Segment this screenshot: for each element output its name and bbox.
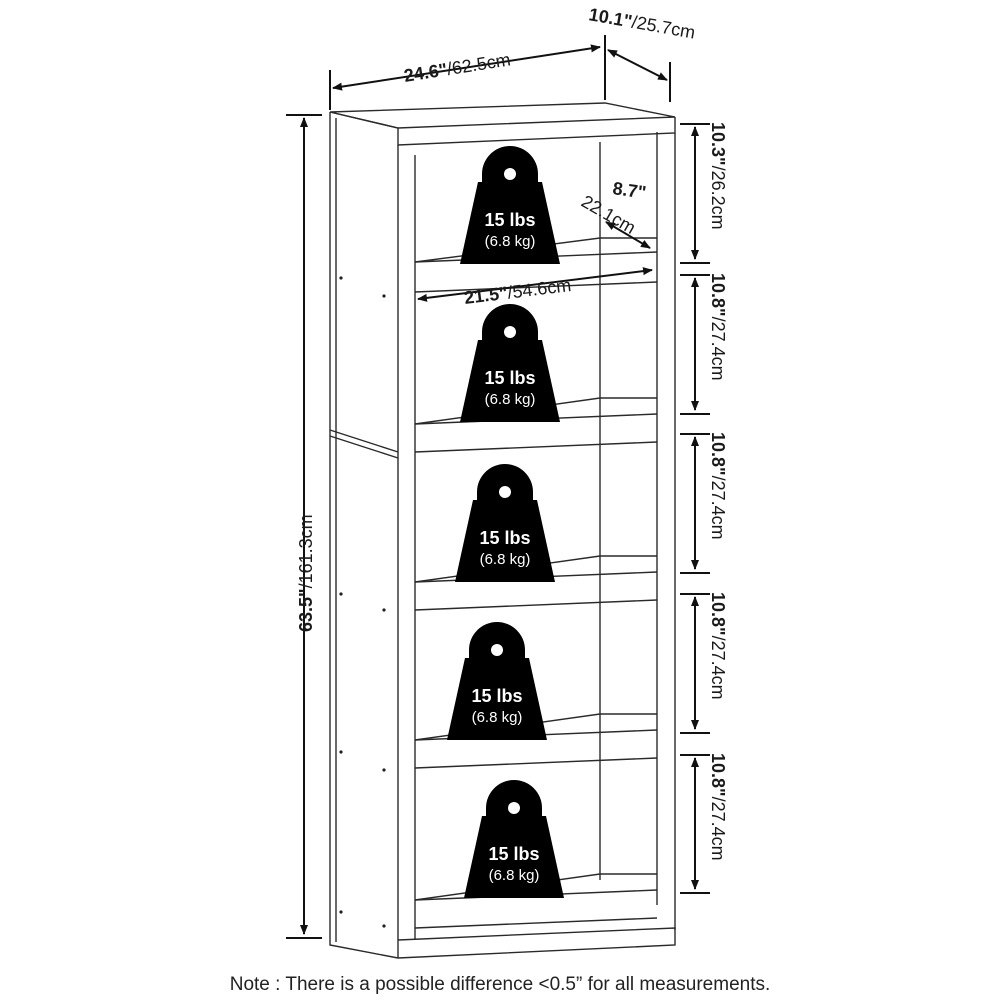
height-label: 63.5"/161.3cm [296,514,316,632]
width-dimension: 24.6"/62.5cm [329,35,606,110]
width-label: 24.6"/62.5cm [402,49,511,86]
svg-text:15 lbs: 15 lbs [471,686,522,706]
depth-label: 10.1"/25.7cm [587,4,696,42]
weight-icon: 15 lbs (6.8 kg) [460,304,560,422]
weight-icon: 15 lbs (6.8 kg) [455,464,555,582]
depth-dimension: 10.1"/25.7cm [587,4,697,102]
weight-icon: 15 lbs (6.8 kg) [460,146,560,264]
shelf-height-3: 10.8"/27.4cm [680,432,728,574]
shelf-height-2-label: 10.8"/27.4cm [708,273,728,381]
svg-text:15 lbs: 15 lbs [488,844,539,864]
weight-icons: 15 lbs (6.8 kg) 15 lbs (6.8 kg) 15 lbs (… [447,146,564,898]
shelf-height-4: 10.8"/27.4cm [680,592,728,734]
shelf-height-1-label: 10.3"/26.2cm [708,122,728,230]
svg-text:(6.8 kg): (6.8 kg) [472,709,523,726]
shelf-height-2: 10.8"/27.4cm [680,273,728,415]
svg-text:(6.8 kg): (6.8 kg) [485,391,536,408]
shelf-height-3-label: 10.8"/27.4cm [708,432,728,540]
svg-text:15 lbs: 15 lbs [484,210,535,230]
svg-text:15 lbs: 15 lbs [479,528,530,548]
svg-text:(6.8 kg): (6.8 kg) [485,233,536,250]
shelf-height-4-label: 10.8"/27.4cm [708,592,728,700]
weight-icon: 15 lbs (6.8 kg) [464,780,564,898]
shelf-height-dimensions: 10.3"/26.2cm 10.8"/27.4cm 10.8"/27.4cm 1… [680,122,728,894]
inner-width-label: 21.5"/54.6cm [463,275,572,308]
height-dimension: 63.5"/161.3cm [286,114,322,939]
shelf-height-5-label: 10.8"/27.4cm [708,753,728,861]
inner-depth-inches: 8.7" [611,178,647,202]
shelf-height-1: 10.3"/26.2cm [680,122,728,264]
measurement-note: Note : There is a possible difference <0… [229,974,771,995]
shelf-height-5: 10.8"/27.4cm [680,753,728,894]
inner-width-dimension: 21.5"/54.6cm [417,267,653,308]
svg-text:(6.8 kg): (6.8 kg) [489,867,540,884]
svg-text:15 lbs: 15 lbs [484,368,535,388]
svg-text:(6.8 kg): (6.8 kg) [480,551,531,568]
weight-icon: 15 lbs (6.8 kg) [447,622,547,740]
